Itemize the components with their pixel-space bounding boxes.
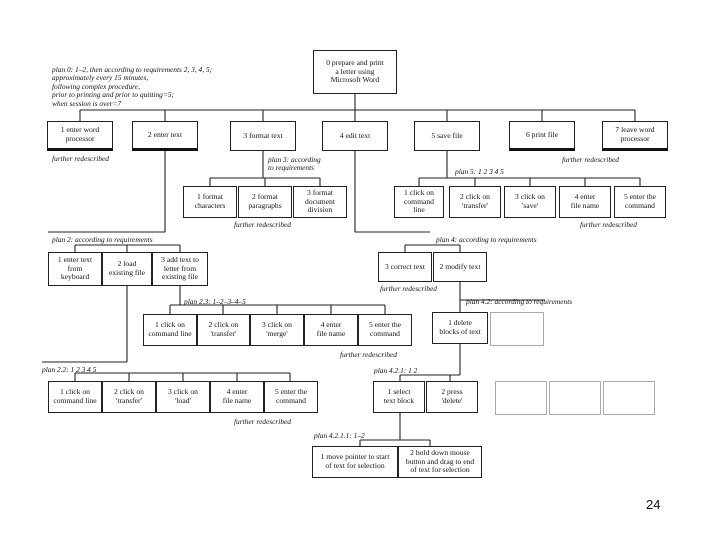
plan-4-2-note: plan 4.2: according to requirements <box>466 297 573 306</box>
subtask-4-2-1-1: 1 select text block <box>373 381 425 413</box>
subtask-2-3-3: 3 click on 'merge' <box>250 314 304 346</box>
task-7-leave-word-processor: 7 leave word processor <box>602 121 668 151</box>
subtask-2-2-2: 2 click on 'transfer' <box>102 381 156 413</box>
subtask-4-correct-text: 3 correct text <box>378 252 432 282</box>
plan-2-note: plan 2: according to requirements <box>52 235 153 244</box>
subtask-4-2-1-1-2: 2 hold down mouse button and drag to end… <box>398 446 482 478</box>
subtask-2-2-1: 1 click on command line <box>48 381 102 413</box>
faded-box <box>549 381 601 415</box>
task-4-edit-text: 4 edit text <box>322 121 388 151</box>
plan-3-note: plan 3: according to requirements <box>268 155 321 173</box>
subtask-2-2-3: 3 click on 'load' <box>156 381 210 413</box>
faded-box <box>603 381 655 415</box>
task-6-print-file: 6 print file <box>509 121 575 151</box>
further-redescribed-label: further redescribed <box>560 155 621 164</box>
faded-box <box>490 312 544 346</box>
root-task-box: 0 prepare and print a letter using Micro… <box>313 50 397 94</box>
subtask-5-2: 2 click on 'transfer' <box>449 186 501 218</box>
subtask-4-modify-text: 2 modify text <box>433 252 487 282</box>
subtask-2-1: 1 enter text from keyboard <box>48 252 102 286</box>
subtask-3-2: 2 format paragraphs <box>238 186 292 218</box>
plan-4-note: plan 4: according to requirements <box>436 235 537 244</box>
subtask-5-4: 4 enter file name <box>559 186 611 218</box>
further-redescribed-label: further redescribed <box>378 284 439 293</box>
further-redescribed-label: further redescribed <box>50 154 111 163</box>
task-2-enter-text: 2 enter text <box>132 121 198 151</box>
further-redescribed-label: further redescribed <box>232 417 293 426</box>
subtask-4-2-1-2: 2 press 'delete' <box>426 381 478 413</box>
subtask-3-1: 1 format characters <box>183 186 237 218</box>
subtask-2-2-4: 4 enter file name <box>210 381 264 413</box>
task-3-format-text: 3 format text <box>230 121 296 151</box>
plan-2-2-note: plan 2.2: 1 2 3 4 5 <box>42 365 97 374</box>
plan-0-note: plan 0: 1–2, then according to requireme… <box>52 65 213 108</box>
subtask-2-2-5: 5 enter the command <box>264 381 318 413</box>
plan-5-note: plan 5: 1 2 3 4 5 <box>455 167 504 176</box>
subtask-2-3-5: 5 enter the command <box>358 314 412 346</box>
task-5-save-file: 5 save file <box>414 121 480 151</box>
subtask-4-2-1: 1 delete blocks of text <box>432 312 488 344</box>
faded-box <box>495 381 547 415</box>
further-redescribed-label: further redescribed <box>338 350 399 359</box>
plan-4-2-1-1-note: plan 4.2.1.1: 1–2 <box>314 431 365 440</box>
page-number: 24 <box>646 497 661 512</box>
task-1-enter-word-processor: 1 enter word processor <box>47 121 113 151</box>
subtask-5-3: 3 click on 'save' <box>504 186 556 218</box>
subtask-2-3-4: 4 enter file name <box>304 314 358 346</box>
subtask-5-1: 1 click on command line <box>394 186 444 218</box>
subtask-2-3-2: 2 click on 'transfer' <box>197 314 250 346</box>
subtask-2-3: 3 add text to letter from existing file <box>152 252 208 286</box>
subtask-2-3-1: 1 click on command line <box>143 314 197 346</box>
further-redescribed-label: further redescribed <box>232 220 293 229</box>
plan-4-2-1-note: plan 4.2.1: 1 2 <box>374 366 418 375</box>
subtask-4-2-1-1-1: 1 move pointer to start of text for sele… <box>312 446 398 478</box>
plan-2-3-note: plan 2.3: 1–2–3–4–5 <box>184 297 246 306</box>
further-redescribed-label: further redescribed <box>578 220 639 229</box>
subtask-3-3: 3 format document division <box>293 186 347 218</box>
subtask-2-2: 2 load existing file <box>102 252 152 286</box>
subtask-5-5: 5 enter the command <box>614 186 666 218</box>
